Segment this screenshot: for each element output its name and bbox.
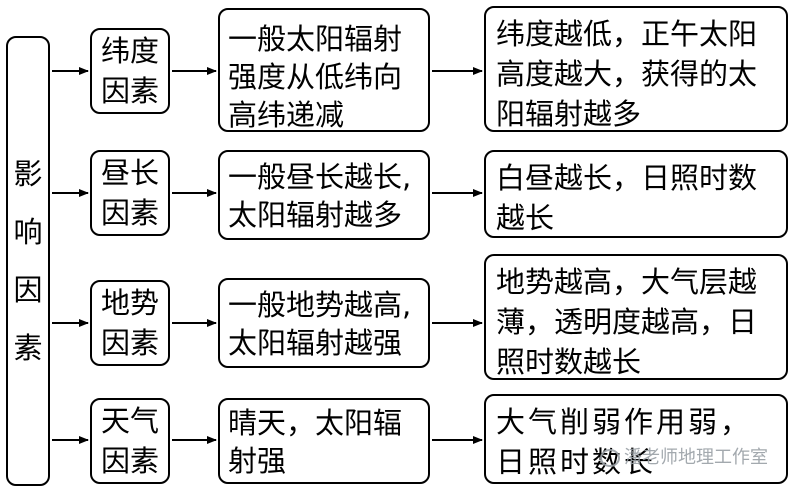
root-char: 素 [13, 331, 43, 365]
result-line: 越长 [496, 201, 555, 235]
mid-line: 一般太阳辐射 [228, 22, 403, 56]
factor-box-latitude: 纬度 因素 [90, 28, 170, 114]
result-line: 高度越大，获得的太 [496, 57, 758, 91]
result-box-latitude: 纬度越低，正午太阳 高度越大，获得的太 阳辐射越多 [484, 6, 788, 132]
factor-line: 因素 [100, 444, 159, 478]
factor-box-daylength: 昼长 因素 [90, 150, 170, 236]
result-line: 纬度越低，正午太阳 [496, 17, 758, 51]
factor-line: 因素 [100, 326, 159, 360]
result-line: 阳辐射越多 [496, 97, 642, 131]
wechat-icon [600, 449, 620, 467]
mid-line: 射强 [228, 444, 287, 478]
result-box-daylength: 白昼越长，日照时数 越长 [484, 150, 788, 238]
mid-line: 高纬递减 [228, 98, 345, 132]
root-box-influence-factors: 影 响 因 素 [6, 36, 50, 486]
mid-line: 一般昼长越长, [228, 160, 412, 194]
factor-line: 地势 [100, 286, 159, 320]
mid-box-weather: 晴天，太阳辐 射强 [218, 398, 430, 484]
factor-line: 昼长 [100, 156, 159, 190]
result-line: 照时数越长 [496, 345, 642, 379]
root-char: 响 [13, 215, 43, 249]
root-char: 因 [13, 273, 43, 307]
result-line: 大气削弱作用弱， [496, 405, 753, 439]
watermark-text: 潘老师地理工作室 [624, 447, 768, 468]
mid-box-daylength: 一般昼长越长, 太阳辐射越多 [218, 150, 430, 240]
mid-line: 一般地势越高, [228, 288, 412, 322]
mid-box-latitude: 一般太阳辐射 强度从低纬向 高纬递减 [218, 8, 430, 132]
root-char: 影 [13, 157, 43, 191]
factor-line: 天气 [100, 404, 159, 438]
factor-line: 因素 [100, 74, 159, 108]
watermark: 潘老师地理工作室 [600, 443, 768, 469]
result-line: 日照时数长 [496, 445, 657, 479]
mid-line: 太阳辐射越强 [228, 326, 403, 360]
factor-line: 纬度 [100, 34, 159, 68]
result-line: 地势越高，大气层越 [496, 265, 758, 299]
mid-line: 强度从低纬向 [228, 60, 403, 94]
mid-box-terrain: 一般地势越高, 太阳辐射越强 [218, 278, 430, 368]
factor-line: 因素 [100, 196, 159, 230]
mid-line: 晴天，太阳辐 [228, 406, 403, 440]
factor-box-terrain: 地势 因素 [90, 280, 170, 366]
factor-box-weather: 天气 因素 [90, 398, 170, 484]
mid-line: 太阳辐射越多 [228, 198, 403, 232]
result-box-weather: 大气削弱作用弱， 日照时数长 [484, 394, 788, 484]
result-box-terrain: 地势越高，大气层越 薄，透明度越高，日 照时数越长 [484, 254, 788, 380]
result-line: 薄，透明度越高，日 [496, 305, 758, 339]
result-line: 白昼越长，日照时数 [496, 161, 758, 195]
